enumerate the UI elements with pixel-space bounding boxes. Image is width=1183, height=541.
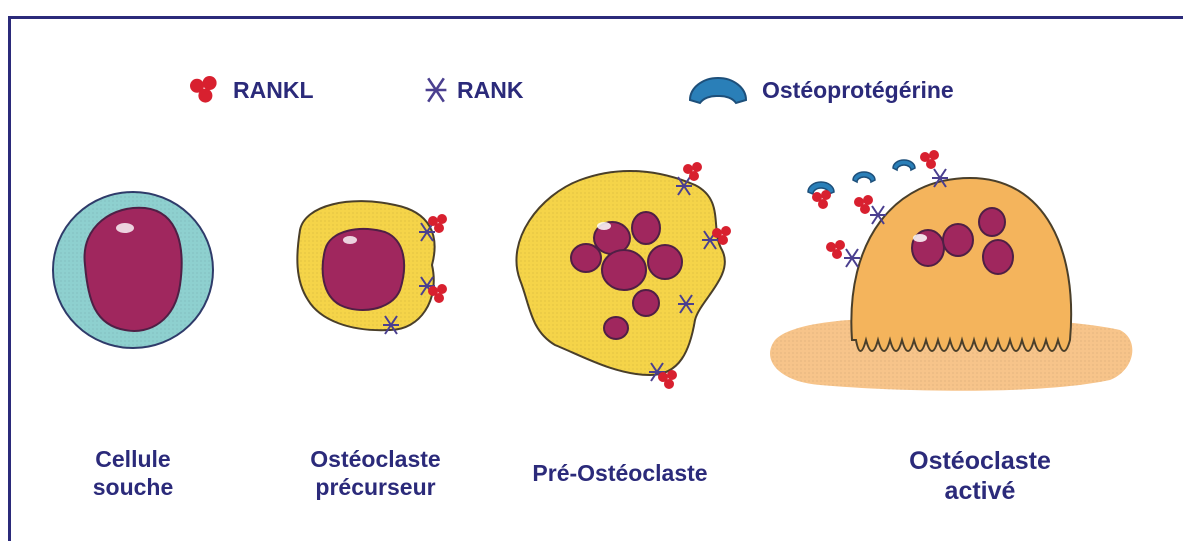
precursor-label-line2: précurseur — [283, 474, 468, 502]
stem-cell-label-line1: Cellule — [53, 446, 213, 474]
legend-rankl-icon — [190, 76, 217, 103]
legend-rank-icon — [426, 78, 447, 101]
pre-osteoclast-label: Pré-Ostéoclaste — [500, 460, 740, 488]
legend-opg-label: Ostéoprotégérine — [762, 77, 954, 104]
stem-cell-label-line2: souche — [53, 474, 213, 502]
pre-osteoclast — [516, 162, 731, 389]
activated-label-line2: activé — [880, 476, 1080, 506]
precursor-label: Ostéoclaste précurseur — [283, 446, 468, 501]
legend-rankl-label: RANKL — [233, 77, 314, 104]
legend-rank-label: RANK — [457, 77, 523, 104]
stem-cell — [53, 192, 213, 348]
pre-osteoclast-label-line1: Pré-Ostéoclaste — [500, 460, 740, 488]
precursor-label-line1: Ostéoclaste — [283, 446, 468, 474]
activated-label-line1: Ostéoclaste — [880, 446, 1080, 476]
precursor-nucleus — [323, 229, 404, 310]
activated-osteoclast — [770, 150, 1132, 391]
precursor-osteoclast — [297, 201, 447, 334]
osteoclast-body — [851, 178, 1071, 351]
legend-opg-icon — [690, 78, 746, 103]
stem-cell-label: Cellule souche — [53, 446, 213, 501]
opg-molecules — [808, 160, 915, 194]
activated-label: Ostéoclaste activé — [880, 446, 1080, 506]
